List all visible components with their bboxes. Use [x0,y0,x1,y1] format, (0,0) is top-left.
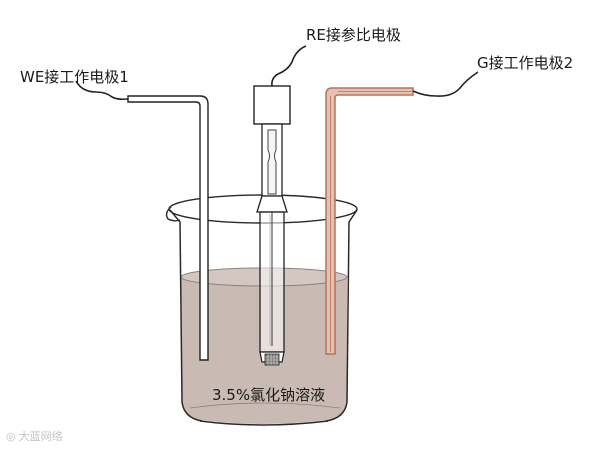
watermark-text: 大蓝网络 [18,430,63,443]
re-frit-mesh [264,353,280,366]
camera-logo-icon: ◎ [6,430,16,443]
beaker-left-wall [169,209,203,422]
we-lead-wire [75,80,129,101]
g-lead-wire [412,71,479,97]
re-lead-wire [271,45,307,87]
working-electrode-1-label: WE接工作电极1 [20,68,129,86]
working-electrode-2-label: G接工作电极2 [477,54,574,72]
reference-electrode [253,45,307,366]
beaker-bottom [199,420,329,426]
beaker-right-wall [325,209,358,422]
beaker-spout [165,206,181,222]
working-electrode-1 [75,80,209,361]
solution-label: 3.5%氯化钠溶液 [212,386,326,404]
working-electrode-2 [325,71,479,355]
watermark: ◎大蓝网络 [6,428,63,444]
re-cap [253,85,291,125]
reference-electrode-label: RE接参比电极 [306,26,401,44]
